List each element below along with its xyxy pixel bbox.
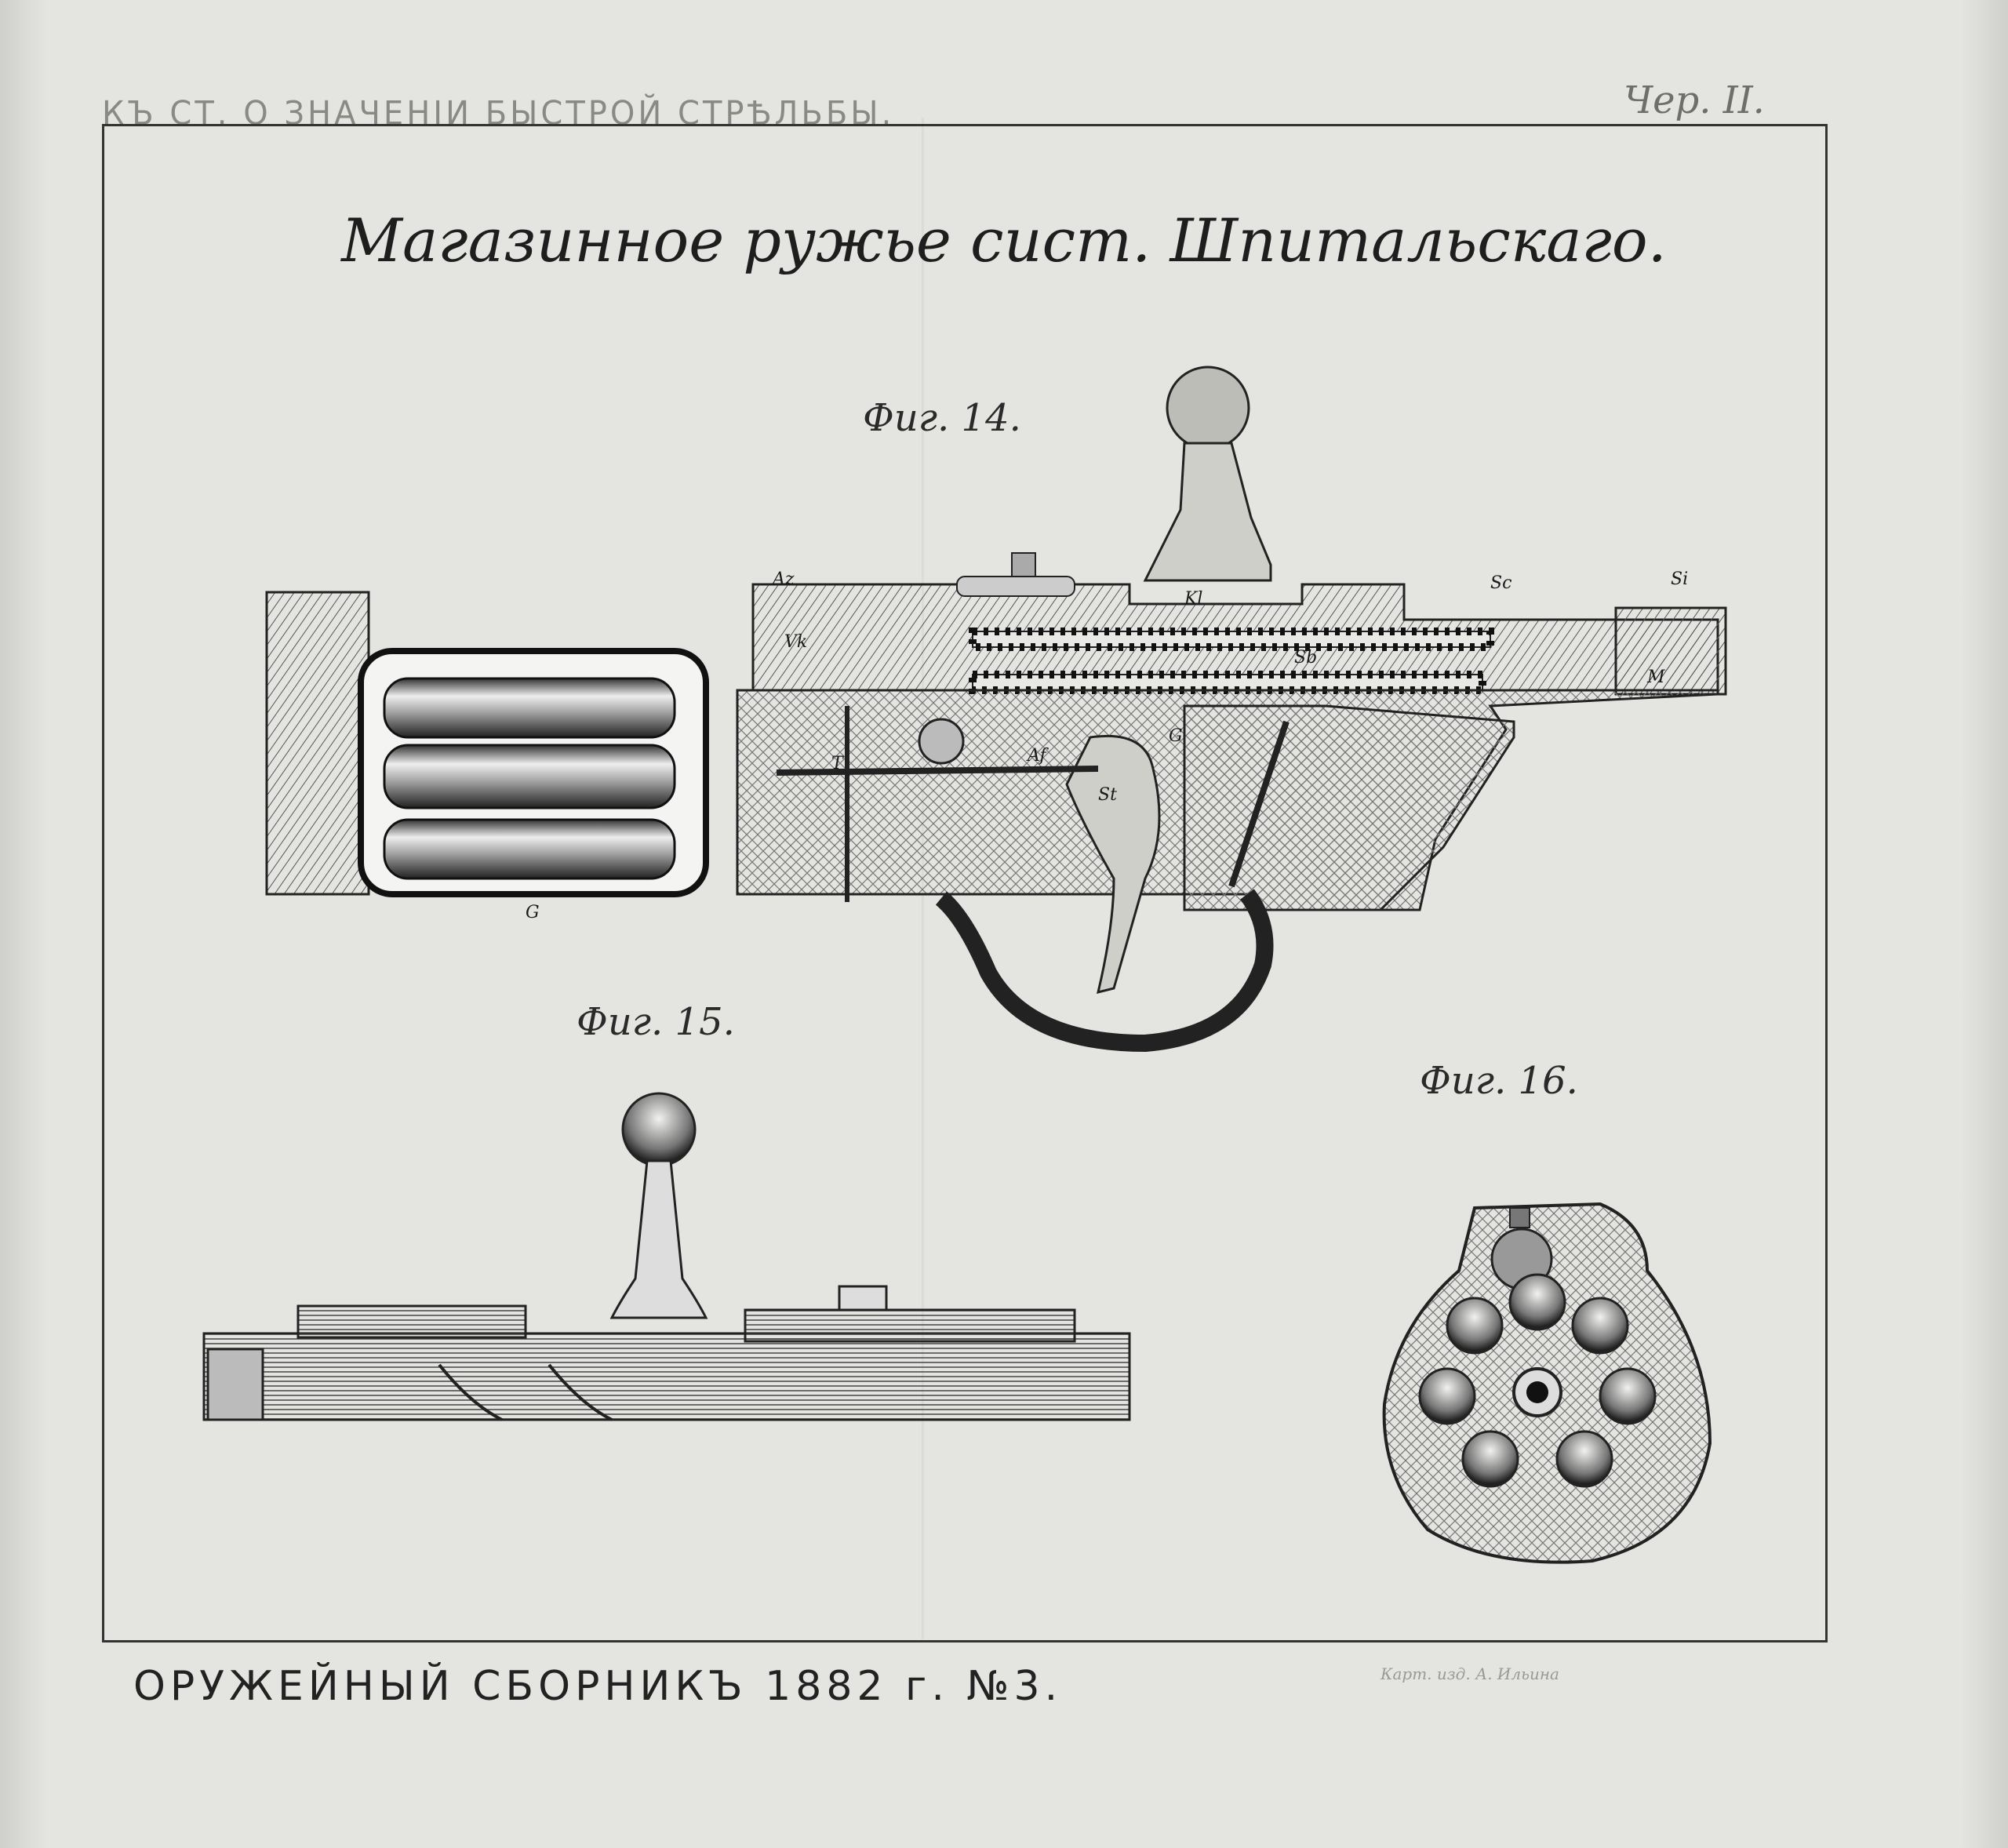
fig-14-label: Фиг. 14.: [863, 396, 1021, 440]
part-label-af: Af: [1026, 746, 1049, 766]
bolt-top-right: [744, 1308, 1076, 1343]
page-edge-right: [1961, 0, 2008, 1848]
part-label-vk: Vk: [784, 632, 807, 652]
fig-16-label: Фиг. 16.: [1420, 1059, 1578, 1103]
journal-title: ОРУЖЕЙНЫЙ СБОРНИКЪ 1882 г. №3.: [133, 1663, 1063, 1710]
part-label-kl: Kl: [1184, 589, 1202, 609]
spring-coils: [969, 628, 1494, 651]
cartridge-a: [1508, 1273, 1566, 1331]
bolt-head-fig15: [206, 1348, 264, 1421]
rotor-center: [1526, 1381, 1548, 1403]
bolt-body-fig15: [202, 1332, 1131, 1421]
part-label-st: St: [1098, 785, 1117, 805]
trigger-guard: [935, 889, 1274, 1053]
cartridge-c: [1599, 1367, 1657, 1425]
extractor-fig15: [838, 1285, 888, 1311]
part-label-sc: Sc: [1490, 573, 1511, 593]
cartridge-2: [383, 744, 676, 809]
cartridge-f: [1418, 1367, 1476, 1425]
fig-15-drawing: [202, 1092, 1131, 1421]
part-label-az: Az: [771, 569, 795, 589]
plate-number: Чер. II.: [1624, 78, 1765, 122]
bolt-knob-fig15: [621, 1092, 697, 1167]
plate-title: Магазинное ружье сист. Шпитальскаго.: [341, 206, 1667, 275]
cartridge-g: [1446, 1297, 1504, 1355]
part-label-sb: Sb: [1294, 648, 1317, 668]
cartridge-e: [1461, 1430, 1519, 1488]
part-label-si: Si: [1671, 569, 1688, 589]
barrel-end: [1614, 606, 1727, 696]
part-label-t: T: [831, 754, 845, 773]
fig-14-drawing: Az Kl Sc Si Vk Sb M G Af St T G: [265, 366, 1727, 1053]
screw-head: [956, 576, 1075, 597]
front-housing: [265, 591, 370, 896]
lever-rod: [776, 766, 1099, 776]
bolt-knob: [1166, 366, 1250, 450]
bolt-top-left: [296, 1304, 527, 1339]
cartridge-d: [1555, 1430, 1613, 1488]
part-label-m: M: [1646, 668, 1665, 687]
printer-credit: Карт. изд. А. Ильина: [1380, 1664, 1559, 1683]
trigger-sear: [1065, 734, 1161, 995]
page-edge-left: [0, 0, 47, 1848]
stock-grip: [1183, 704, 1515, 911]
cartridge-b: [1571, 1297, 1629, 1355]
top-lug: [1509, 1207, 1530, 1228]
lever-pivot: [918, 718, 965, 765]
stock-screw: [1228, 720, 1290, 888]
bolt-handle: [1143, 442, 1272, 582]
plate-frame: [102, 124, 1828, 1642]
bolt-stem-fig15: [609, 1159, 708, 1319]
fig-15-label: Фиг. 15.: [577, 1000, 735, 1044]
article-header: КЪ СТ. О ЗНАЧЕНIИ БЫСТРОЙ СТРѢЛЬБЫ.: [102, 94, 895, 133]
cartridge-1: [383, 677, 676, 739]
cartridge-3: [383, 818, 676, 880]
part-label-g2: G: [526, 903, 540, 922]
part-label-g: G: [1169, 726, 1183, 746]
fig-16-drawing: [1382, 1202, 1712, 1564]
bolt-cam-slots: [438, 1363, 613, 1421]
